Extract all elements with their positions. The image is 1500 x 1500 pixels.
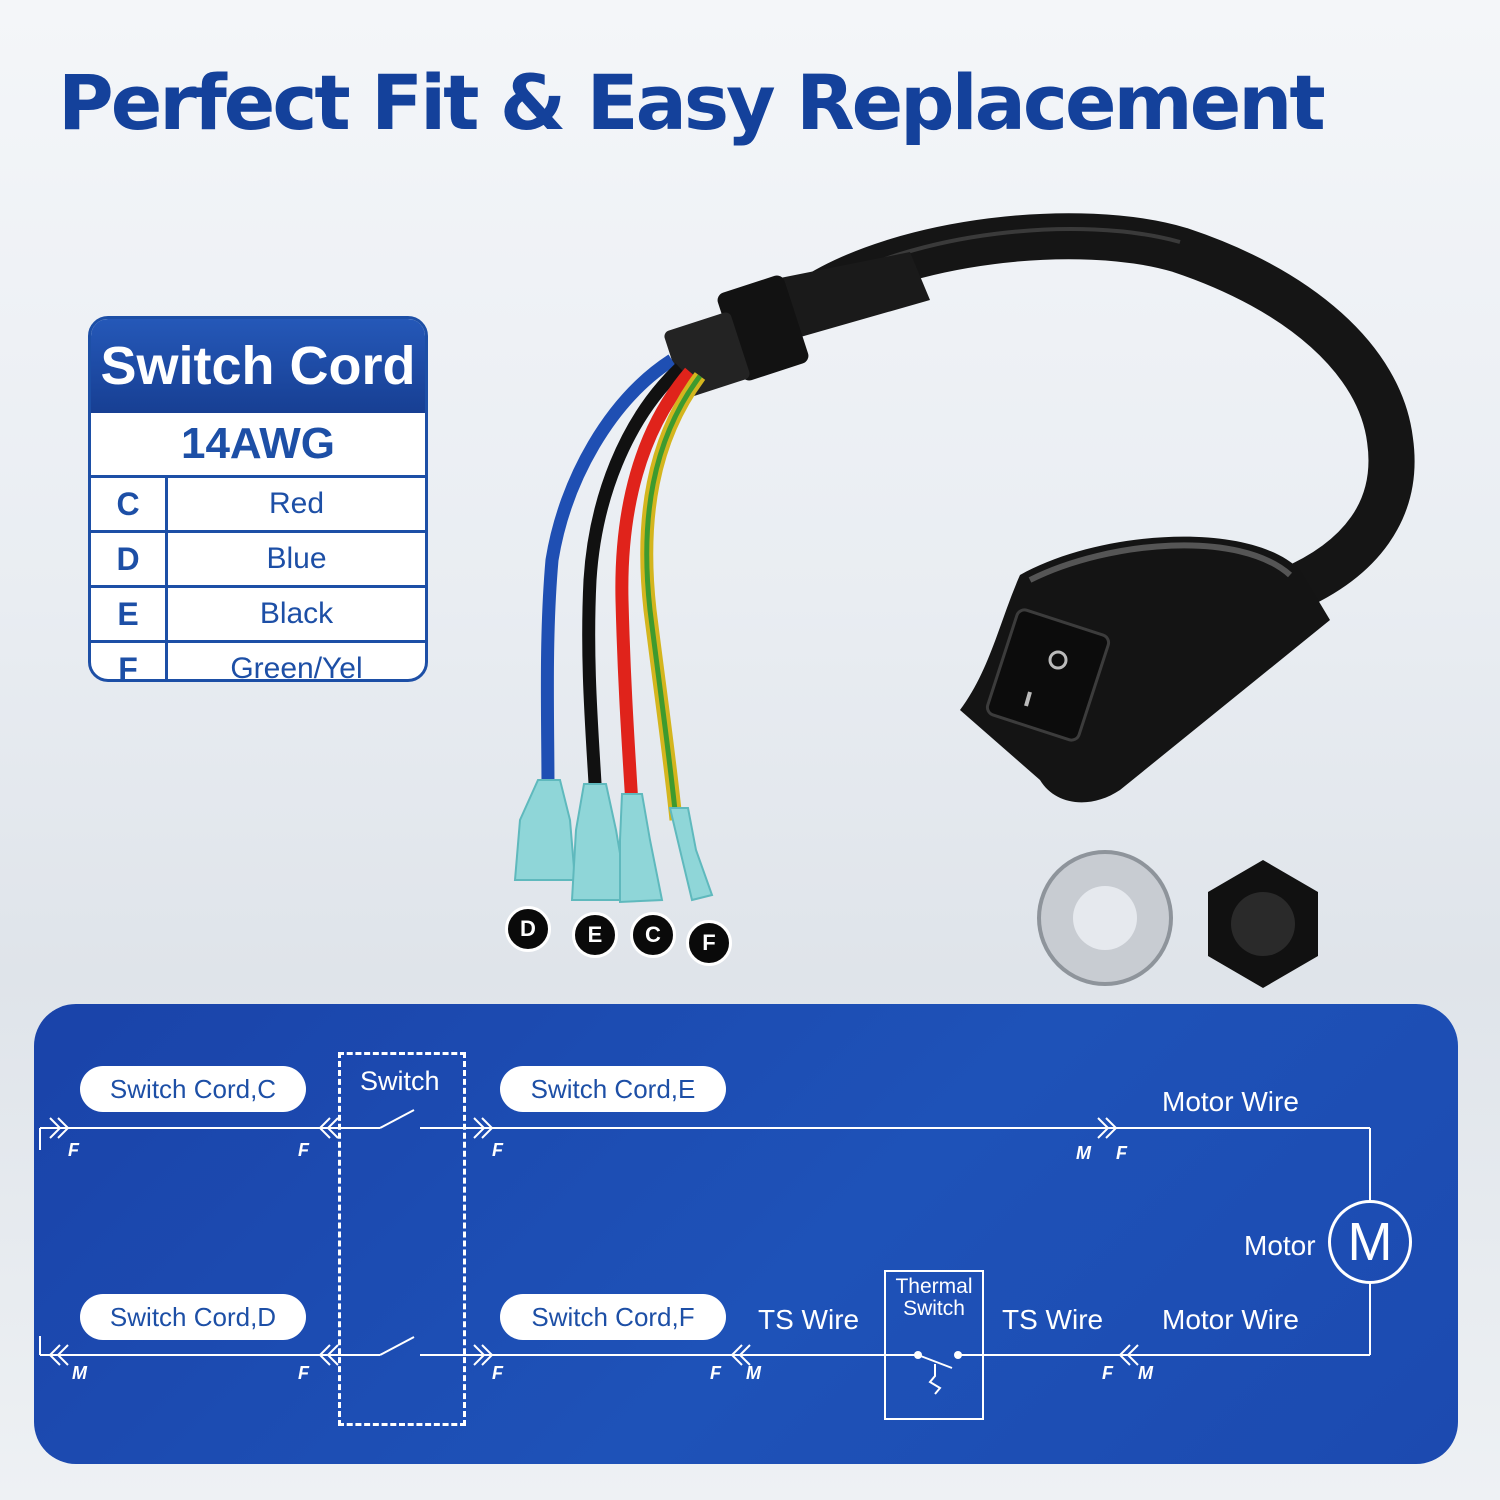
- switch-box: [338, 1052, 466, 1426]
- black-wire: [582, 363, 685, 801]
- terminal-label-f: F: [686, 920, 732, 966]
- page-title: Perfect Fit & Easy Replacement: [58, 58, 1326, 147]
- switch-label: Switch: [360, 1066, 440, 1096]
- connector-mark: F: [710, 1363, 721, 1383]
- spec-row: F Green/Yel: [91, 643, 425, 682]
- spec-key: D: [91, 533, 168, 585]
- motor-label: Motor: [1244, 1230, 1316, 1261]
- pill-switch-cord-c: Switch Cord,C: [80, 1066, 306, 1112]
- pill-switch-cord-d: Switch Cord,D: [80, 1294, 306, 1340]
- strain-relief: [760, 252, 930, 340]
- spec-key: C: [91, 478, 168, 530]
- spec-color: Black: [259, 597, 334, 630]
- terminal-label-d: D: [505, 906, 551, 952]
- ts-wire-right-label: TS Wire: [1002, 1304, 1104, 1335]
- connector-mark: M: [1076, 1143, 1091, 1163]
- spec-row: E Black: [91, 588, 425, 643]
- connector-mark: F: [492, 1140, 503, 1160]
- spec-row: C Red: [91, 478, 425, 533]
- spec-key: E: [91, 588, 168, 640]
- pill-switch-cord-e: Switch Cord,E: [500, 1066, 726, 1112]
- motor-wire-bottom-label: Motor Wire: [1162, 1304, 1299, 1335]
- switch-cord-photo: [513, 213, 1415, 988]
- connector-mark: F: [1102, 1363, 1113, 1383]
- spec-color: Green/Yel: [230, 652, 363, 682]
- rocker-switch: [985, 608, 1111, 742]
- switch-housing: [960, 536, 1330, 803]
- connector-mark: M: [746, 1363, 761, 1383]
- terminal-f: [668, 807, 714, 902]
- blue-wire: [540, 354, 676, 791]
- thermal-label-line-1: Thermal: [895, 1275, 973, 1298]
- thermal-label-line-2: Switch: [903, 1297, 965, 1320]
- connector-mark: M: [72, 1363, 87, 1383]
- spec-heading: Switch Cord: [91, 319, 425, 413]
- thermal-switch-label: Thermal Switch: [886, 1276, 982, 1320]
- spec-key: F: [91, 643, 168, 679]
- spec-gauge: 14AWG: [91, 413, 425, 478]
- thermal-switch-box: Thermal Switch: [884, 1270, 984, 1420]
- connector-mark: F: [1116, 1143, 1127, 1163]
- red-wire: [615, 367, 695, 806]
- spec-color: Blue: [266, 542, 327, 575]
- terminal-label-e: E: [572, 912, 618, 958]
- connector-mark: F: [492, 1363, 503, 1383]
- motor-symbol: M: [1328, 1200, 1412, 1284]
- connector-mark: F: [68, 1140, 79, 1160]
- connector-mark: M: [1138, 1363, 1153, 1383]
- motor-wire-top-label: Motor Wire: [1162, 1086, 1299, 1117]
- spec-color: Red: [268, 487, 325, 520]
- main-cable: [787, 213, 1415, 613]
- connector-mark: F: [298, 1363, 309, 1383]
- ts-wire-left-label: TS Wire: [758, 1304, 860, 1335]
- terminal-label-c: C: [630, 912, 676, 958]
- spec-row: D Blue: [91, 533, 425, 588]
- connector-mark: F: [298, 1140, 309, 1160]
- pill-switch-cord-f: Switch Cord,F: [500, 1294, 726, 1340]
- switch-cord-spec-table: Switch Cord 14AWG C Red D Blue E Black F…: [88, 316, 428, 682]
- terminal-c: [619, 793, 664, 904]
